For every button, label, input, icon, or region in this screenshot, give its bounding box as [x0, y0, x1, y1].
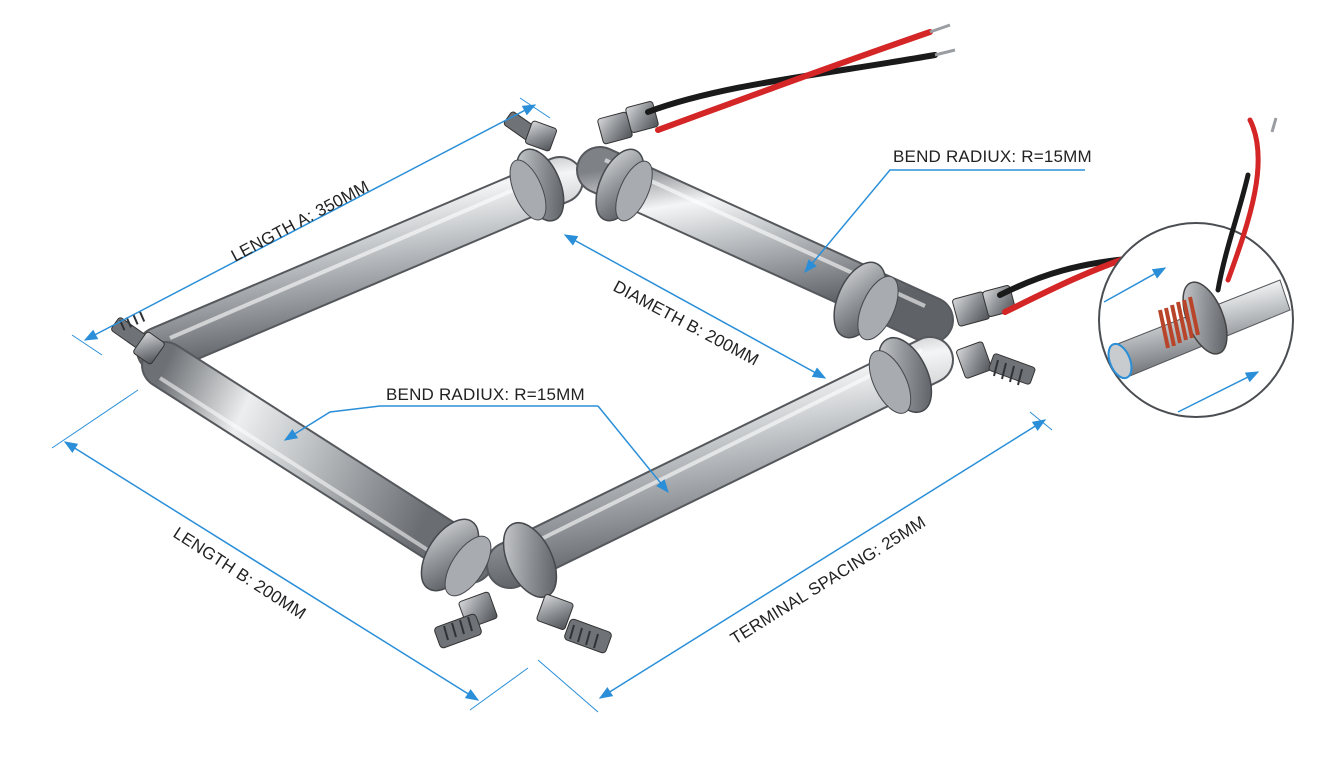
- terminal-top-right: [597, 100, 659, 145]
- terminal-bottom-right: [536, 594, 612, 654]
- dimension-lines: [51, 97, 1085, 713]
- dimension-labels: LENGTH A: 350MM LENGTH B: 200MM DIAMETH …: [170, 147, 1092, 648]
- flange-top-right: [595, 148, 653, 222]
- copper-coil: [1158, 296, 1200, 349]
- wire-black-top: [645, 52, 938, 115]
- flange-right-upper: [833, 261, 899, 341]
- wire-red-top: [655, 29, 933, 133]
- terminal-bottom-left: [434, 591, 498, 649]
- dim-terminal-spacing-line: [598, 419, 1047, 699]
- dim-length-a-line: [83, 104, 537, 341]
- terminal-detail-view: [1098, 117, 1294, 418]
- label-terminal-spacing: TERMINAL SPACING: 25MM: [727, 512, 929, 648]
- lead-wires: [645, 23, 1143, 315]
- leader-bend-radius-left: [283, 405, 381, 441]
- tube-front-right: [486, 336, 954, 589]
- label-bend-radius-right: BEND RADIUX: R=15MM: [893, 147, 1092, 166]
- terminal-right: [952, 284, 1036, 386]
- leader-bend-radius-right: [804, 169, 1085, 274]
- label-diameter-b: DIAMETH B: 200MM: [610, 277, 762, 370]
- label-length-b: LENGTH B: 200MM: [170, 523, 310, 623]
- leader-bend-radius-left-b: [597, 405, 669, 494]
- dim-length-b-line: [63, 441, 480, 701]
- flange-right-lower: [868, 337, 933, 414]
- label-bend-radius-left: BEND RADIUX: R=15MM: [386, 385, 585, 404]
- dim-diameter-b-line: [563, 234, 827, 379]
